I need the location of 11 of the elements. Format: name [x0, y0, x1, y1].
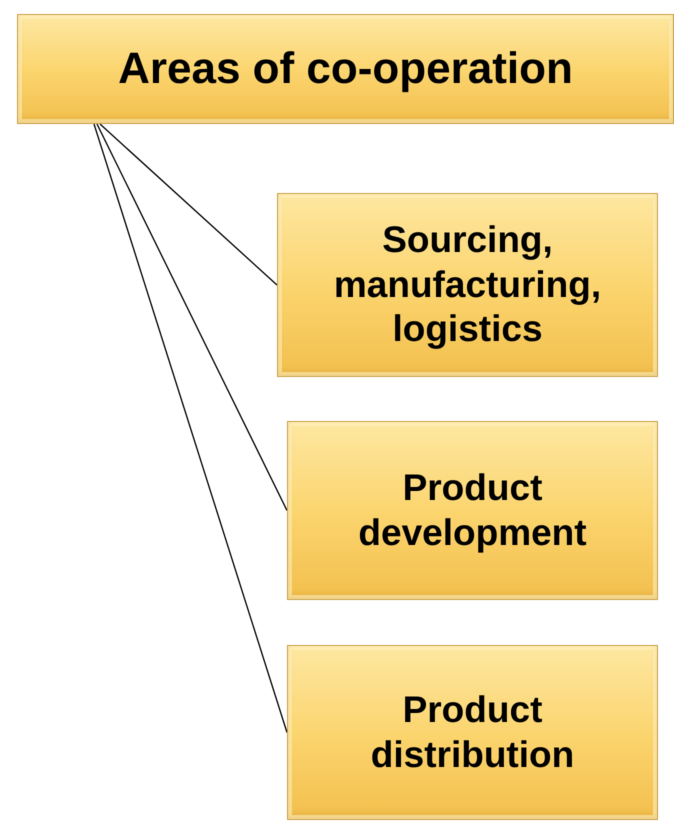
connector-line	[93, 124, 288, 733]
box-label: Sourcing, manufacturing, logistics	[332, 218, 602, 352]
box-label: Product development	[357, 466, 588, 555]
box-label: Areas of co-operation	[118, 42, 573, 95]
topic-box	[17, 14, 674, 124]
topic-box	[277, 193, 658, 377]
connector-line	[100, 124, 278, 286]
topic-box	[287, 645, 658, 820]
box-label: Product distribution	[370, 688, 576, 776]
topic-box	[287, 421, 658, 600]
connector-line	[96, 124, 288, 511]
